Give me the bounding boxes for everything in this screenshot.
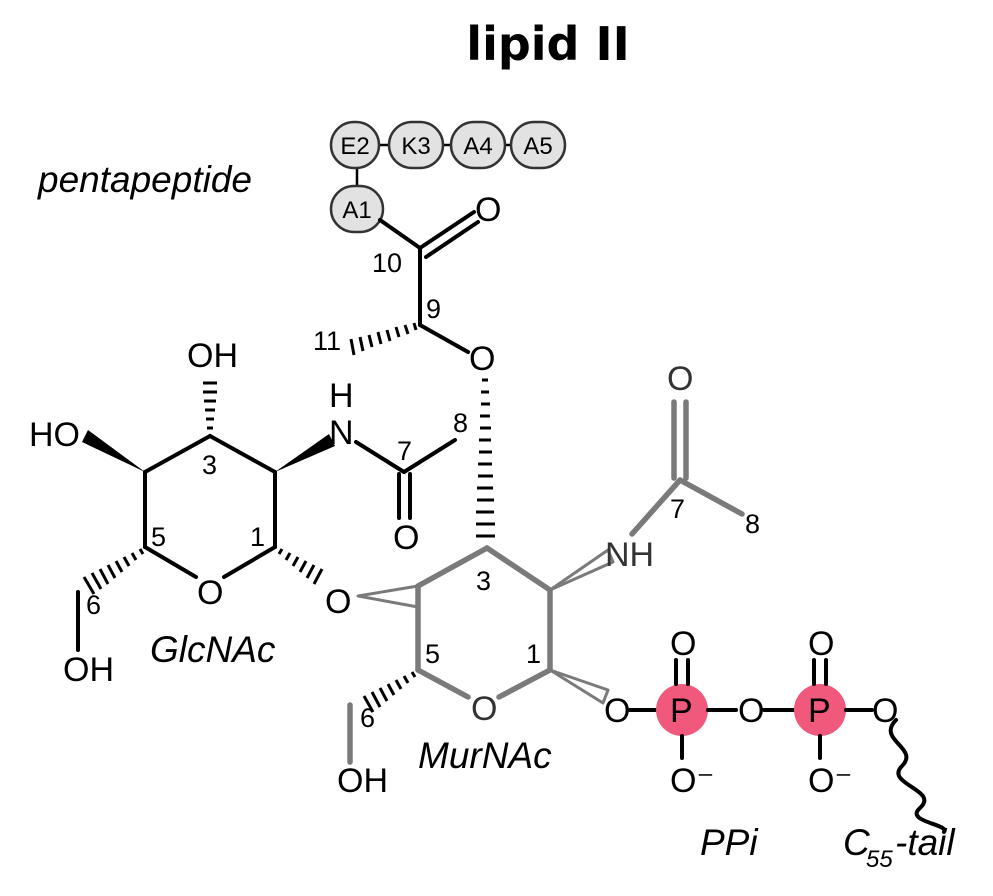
murnac-ring-oxygen: O [471,690,497,728]
residue-a4-label: A4 [463,133,492,160]
murnac-carbon-number-8: 8 [745,509,760,539]
murnac-label: MurNAc [418,735,552,776]
bond-a1-c10 [378,218,422,250]
ppi-oxygen-top-1: O [670,625,696,663]
hash-lines-c3-oh [203,381,217,430]
glycosidic-oxygen: O [325,583,351,621]
murnac-bond-n-c7 [629,477,683,537]
glcnac-carbon-number-6: 6 [86,590,101,620]
ether-oxygen-lactyl: O [469,340,495,378]
lactyl-group: O 10 9 O 11 [313,191,501,538]
c55-tail-c: C [843,822,870,863]
ppi-oxygen-1: O [604,692,630,730]
glcnac-label: GlcNAc [150,629,276,670]
glcnac-c3-hydroxyl: OH [187,337,238,375]
murnac-carbon-number-3: 3 [476,566,491,596]
phosphorus-1: P [670,692,693,730]
glcnac-ring: O 3 5 1 OH HO H N 7 8 O [29,337,468,689]
residue-k3-label: K3 [401,133,430,160]
murnac-carbon-number-6: 6 [360,703,375,733]
residue-e2-label: E2 [340,133,369,160]
murnac-carbon-number-5: 5 [425,639,440,669]
ppi-oxygen-minus-2: O⁻ [808,762,852,800]
phosphorus-2-circle [794,684,846,736]
c55-tail-label: C 55 -tail [843,822,956,873]
glcnac-bond-c7-c8 [402,438,457,474]
murnac-bond-c1-o [496,667,553,700]
open-wedge-o-c4 [356,584,420,609]
glcnac-bond-c5-o [143,545,198,579]
glcnac-carbon-number-3: 3 [202,450,217,480]
residue-a1: A1 [329,184,385,234]
bold-wedge-c4-ho [82,430,145,472]
murnac-ring: O 3 5 1 NH O 7 8 6 OH MurNAc [337,360,760,800]
bond-c10-o-double-1 [418,210,476,250]
glcnac-carbon-number-8: 8 [453,408,468,438]
carbon-number-9: 9 [426,294,441,324]
pyrophosphate-group: O P O O⁻ O P O O⁻ O PPi C 55 -tail [604,625,956,873]
murnac-bond-c7-c8 [677,477,745,517]
glcnac-carbon-number-5: 5 [151,522,166,552]
murnac-c6-hydroxyl: OH [337,762,388,800]
pentapeptide-group: E2 K3 A4 A5 A1 pentapeptide [37,120,567,234]
residue-a5-label: A5 [523,133,552,160]
glcnac-carbonyl-oxygen: O [393,519,419,557]
glcnac-carbon-number-1: 1 [250,522,265,552]
diagram-title: lipid II [466,17,629,71]
bond-c10-o-double-2 [424,220,480,259]
phosphorus-1-circle [656,684,708,736]
glcnac-carbon-number-7: 7 [397,436,412,466]
residue-a1-label: A1 [342,197,371,224]
bond-c9-o-ether [418,323,470,354]
hash-lines-c9-c11 [349,322,418,356]
glcnac-bond-c3-c4 [143,434,212,474]
murnac-amide-nh: NH [605,536,654,574]
ppi-label: PPi [700,822,759,863]
murnac-carbon-number-1: 1 [526,639,541,669]
carbon-number-11: 11 [313,326,341,356]
glcnac-bond-o-c1 [222,545,277,579]
glcnac-amide-nitrogen: N [329,414,354,452]
murnac-carbon-number-7: 7 [670,494,685,524]
murnac-bond-c4-c3 [415,545,490,589]
hash-lines-murnac-c5-c6 [362,671,417,713]
lipid-tail-wavy [888,718,947,834]
glcnac-amide-hydrogen: H [329,377,354,415]
residue-a4: A4 [449,120,507,170]
glcnac-ring-oxygen: O [197,574,223,612]
murnac-bond-o-c5 [415,667,471,700]
phosphorus-2: P [808,692,831,730]
carbon-number-10: 10 [372,248,402,278]
ppi-bridge-oxygen: O [738,692,764,730]
residue-a5: A5 [509,120,567,170]
c55-tail-subscript: 55 [866,846,893,873]
c55-tail-rest: -tail [895,822,956,863]
residue-e2: E2 [329,120,381,170]
open-wedge-c2-nh [548,548,615,592]
carbonyl-oxygen-c10: O [475,191,501,229]
hash-lines-c1-glycosidic [277,548,324,585]
glcnac-c6-hydroxyl: OH [63,651,114,689]
glcnac-c4-hydroxyl: HO [29,416,80,454]
glcnac-bond-n-c7 [354,440,406,474]
ppi-oxygen-top-2: O [808,625,834,663]
murnac-carbonyl-oxygen: O [667,360,693,398]
hash-lines-o-c3 [476,378,495,538]
murnac-bond-c3-c2 [484,545,553,593]
hash-lines-c5-c6 [82,548,145,595]
ppi-oxygen-minus-1: O⁻ [670,762,714,800]
pentapeptide-label: pentapeptide [37,159,252,200]
residue-k3: K3 [387,120,445,170]
glcnac-bond-c2-c3 [208,434,277,474]
open-wedge-c1-o [548,668,610,705]
bold-wedge-c2-nh [275,434,335,472]
